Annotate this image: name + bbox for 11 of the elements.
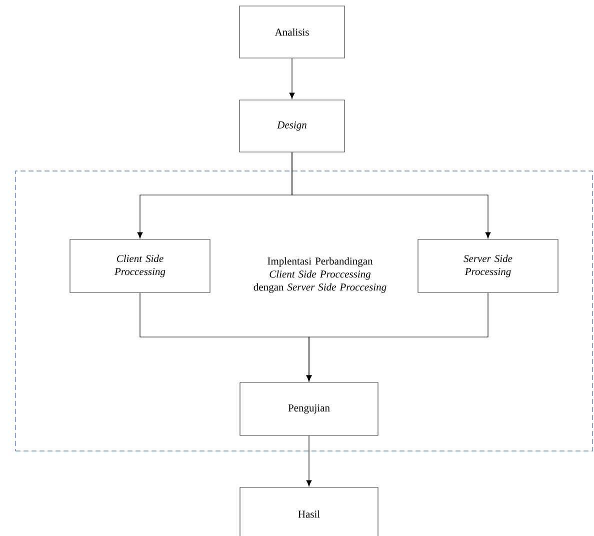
arrow: [289, 58, 295, 99]
region-label: Implentasi Perbandingan Client Side Proccessing dengan Server Side Proccesing: [254, 257, 386, 293]
process-box: Design: [239, 100, 345, 152]
process-box: Analisis: [239, 6, 345, 58]
process-box: Client Side Proccessing: [70, 239, 210, 293]
arrow: [306, 292, 488, 382]
process-box: Hasil: [240, 487, 378, 536]
arrow: [306, 436, 312, 486]
process-box: Server Side Processing: [418, 239, 558, 293]
process-box: Pengujian: [240, 382, 378, 436]
arrow: [292, 152, 491, 238]
